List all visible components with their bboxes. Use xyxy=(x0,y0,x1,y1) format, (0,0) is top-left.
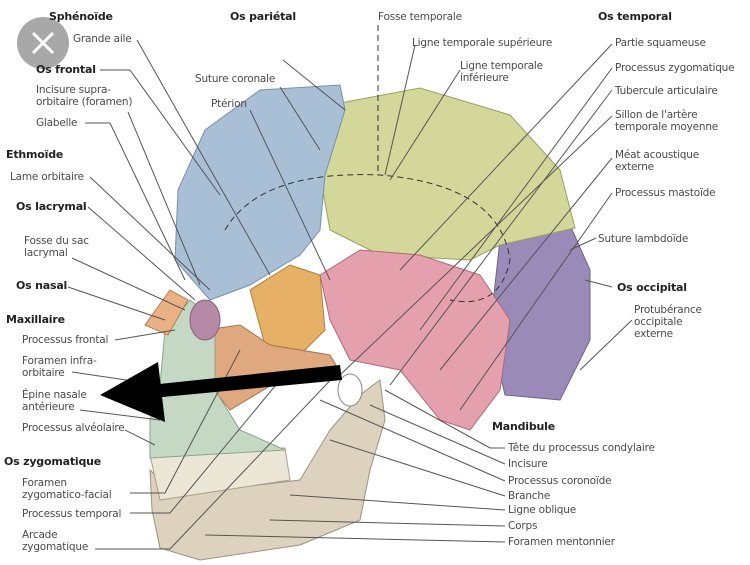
label-lame-orbitaire: Lame orbitaire xyxy=(10,171,84,183)
label-processus-temporal: Processus temporal xyxy=(22,508,122,520)
label-fosse-temporale: Fosse temporale xyxy=(378,11,462,23)
label-incisure-supra: Incisure supra- orbitaire (foramen) xyxy=(36,84,133,108)
label-os-parietal: Os pariétal xyxy=(230,10,296,23)
leader-lines xyxy=(67,39,633,550)
label-epine-nasale: Épine nasale antérieure xyxy=(22,389,87,413)
label-os-frontal: Os frontal xyxy=(36,63,96,76)
label-mandibule: Mandibule xyxy=(492,420,555,433)
label-processus-zygomatique: Processus zygomatique xyxy=(615,62,735,74)
label-suture-coronale: Suture coronale xyxy=(195,73,276,85)
label-processus-alveolaire: Processus alvéolaire xyxy=(22,422,125,434)
orbit xyxy=(189,299,221,341)
label-ligne-oblique: Ligne oblique xyxy=(508,504,576,516)
label-grande-aile: Grande aile xyxy=(73,33,132,45)
label-tete-condylaire: Tête du processus condylaire xyxy=(508,442,655,454)
label-protuberance: Protubérance occipitale externe xyxy=(634,304,702,340)
label-suture-lambdoide: Suture lambdoïde xyxy=(598,233,689,245)
close-icon xyxy=(31,31,55,55)
label-pterion: Ptérion xyxy=(211,98,247,110)
label-mastoide: Processus mastoïde xyxy=(615,187,716,199)
label-coronoide: Processus coronoïde xyxy=(508,475,612,487)
label-os-lacrymal: Os lacrymal xyxy=(16,200,87,213)
label-fosse-sac: Fosse du sac lacrymal xyxy=(24,235,89,259)
label-maxillaire: Maxillaire xyxy=(6,313,65,326)
label-arcade-zygo: Arcade zygomatique xyxy=(22,529,89,553)
label-processus-frontal: Processus frontal xyxy=(22,334,109,346)
temporal-line xyxy=(224,174,511,303)
label-tubercule: Tubercule articulaire xyxy=(615,85,718,97)
label-os-nasal: Os nasal xyxy=(16,279,68,292)
black-arrow xyxy=(100,362,342,422)
label-os-temporal: Os temporal xyxy=(598,10,672,23)
label-meat: Méat acoustique externe xyxy=(615,149,699,173)
label-os-zygomatique: Os zygomatique xyxy=(4,455,102,468)
label-foramen-infra: Foramen infra- orbitaire xyxy=(22,355,97,379)
close-button[interactable] xyxy=(17,17,69,69)
temporal-bone xyxy=(319,249,511,431)
parietal-bone xyxy=(319,87,576,261)
label-foramen-zygo: Foramen zygomatico-facial xyxy=(22,477,112,501)
label-foramen-mentonnier: Foramen mentonnier xyxy=(508,536,615,548)
external-acoustic-meatus xyxy=(337,373,363,407)
label-branche: Branche xyxy=(508,490,551,502)
label-ligne-sup: Ligne temporale supérieure xyxy=(412,37,553,49)
frontal-bone xyxy=(174,84,346,301)
nasal-bone xyxy=(144,289,189,336)
label-corps: Corps xyxy=(508,520,538,532)
label-ligne-inf: Ligne temporale inférieure xyxy=(460,60,543,84)
mandible xyxy=(149,379,386,561)
label-os-occipital: Os occipital xyxy=(617,281,687,294)
label-sphenoide: Sphénoïde xyxy=(49,10,113,23)
label-partie-squameuse: Partie squameuse xyxy=(615,37,706,49)
label-sillon: Sillon de l'artère temporale moyenne xyxy=(615,109,719,133)
label-incisure: Incisure xyxy=(508,458,548,470)
label-ethmoide: Ethmoïde xyxy=(6,148,64,161)
label-glabelle: Glabelle xyxy=(36,117,78,129)
